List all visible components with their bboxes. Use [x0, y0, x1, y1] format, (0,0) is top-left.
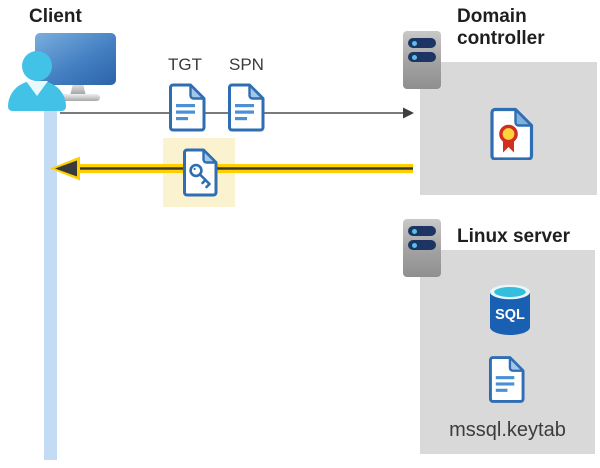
key-glyph [189, 163, 211, 189]
monitor-stand-base [60, 94, 100, 101]
server-bar [408, 240, 436, 250]
tgt-label: TGT [168, 55, 202, 74]
server-bar [408, 52, 436, 62]
server-led [411, 228, 417, 234]
domain-controller-title: Domain controller [457, 6, 545, 49]
server-bar [408, 38, 436, 48]
linux-server-title: Linux server [457, 226, 570, 247]
certificate-icon [489, 107, 534, 160]
linux-server-icon [403, 219, 441, 277]
server-led [411, 40, 417, 46]
sql-icon-label: SQL [495, 307, 525, 323]
tgt-document-icon [168, 83, 206, 132]
server-bar [408, 226, 436, 236]
monitor-stand [70, 84, 86, 96]
key-ticket-icon [182, 148, 218, 197]
user-head [22, 51, 52, 81]
sql-database-icon: SQL [488, 283, 532, 336]
keytab-file-label: mssql.keytab [449, 419, 566, 441]
client-timeline-bar [44, 96, 57, 460]
server-led [411, 242, 417, 248]
user-collar [26, 81, 48, 96]
spn-document-icon [227, 83, 265, 132]
linux-server-panel [420, 250, 595, 454]
keytab-document-icon [488, 355, 525, 404]
domain-controller-server-icon [403, 31, 441, 89]
spn-label: SPN [229, 55, 264, 74]
server-led [411, 54, 417, 60]
client-title: Client [29, 6, 82, 27]
